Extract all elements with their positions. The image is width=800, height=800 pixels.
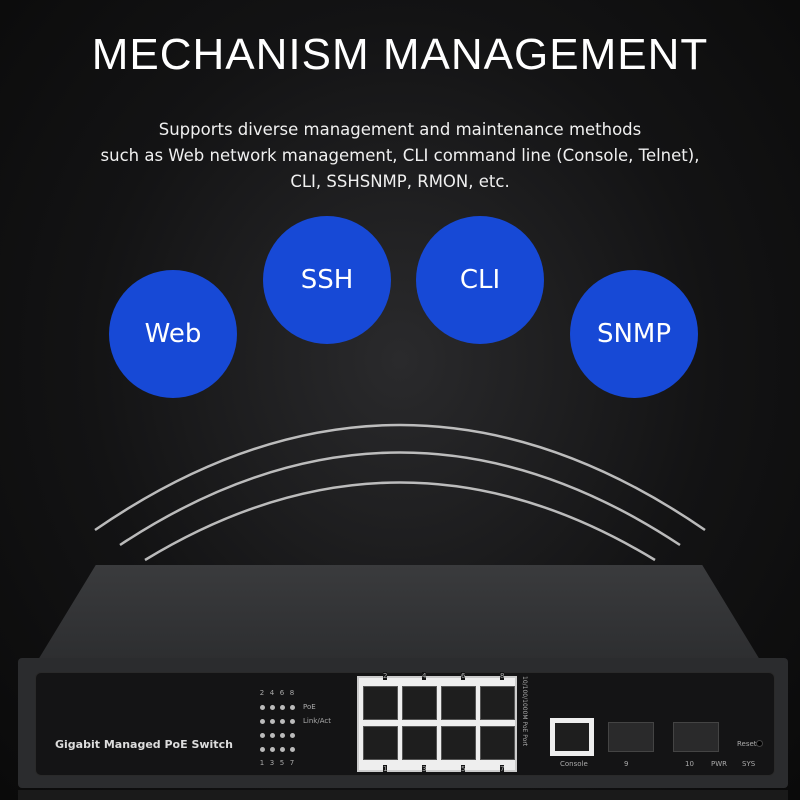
led-num: 4 [269,689,275,697]
led-label-poe: PoE [303,703,316,711]
rj45-port [480,686,515,720]
reset-label: Reset [737,740,757,748]
led-num: 2 [259,689,265,697]
rj45-port [441,726,476,760]
sys-label: SYS [742,760,756,768]
bubble-cli: CLI [416,216,544,344]
reflection [18,790,788,800]
rj45-port [441,686,476,720]
bubble-web: Web [109,270,237,398]
led-label-link: Link/Act [303,717,331,725]
port-number: 5 [461,765,466,773]
switch-top [38,565,760,660]
page-title: MECHANISM MANAGEMENT [91,30,709,79]
reset-button[interactable] [756,740,763,747]
rj45-port [363,726,398,760]
rj45-port [402,726,437,760]
sfp-label: 9 [624,760,629,768]
signal-arcs [94,423,706,562]
rj45-port [402,686,437,720]
rj45-port-block [357,676,517,772]
port-number: 6 [461,672,466,680]
port-caption: 10/100/1000M PoE Port [521,676,528,747]
port-number: 1 [383,765,388,773]
rj45-port [363,686,398,720]
console-label: Console [560,760,588,768]
subtitle-line: Supports diverse management and maintena… [158,120,642,139]
led-num: 7 [289,759,295,767]
led-num: 1 [259,759,265,767]
bubble-snmp: SNMP [570,270,698,398]
port-number: 7 [500,765,505,773]
sfp-label: 10 [685,760,694,768]
led-num: 6 [279,689,285,697]
console-port [550,718,594,756]
sfp-port-10 [673,722,719,752]
bubble-ssh: SSH [263,216,391,344]
port-number: 3 [422,765,427,773]
pwr-label: PWR [711,760,728,768]
port-number: 4 [422,672,427,680]
subtitle-line: such as Web network management, CLI comm… [100,146,700,165]
rj45-port [480,726,515,760]
subtitle-line: CLI, SSHSNMP, RMON, etc. [290,172,510,191]
led-num: 3 [269,759,275,767]
subtitle: Supports diverse management and maintena… [0,117,800,195]
port-number: 8 [500,672,505,680]
sfp-port-9 [608,722,654,752]
port-number: 2 [383,672,388,680]
switch-label: Gigabit Managed PoE Switch [55,738,233,751]
led-num: 5 [279,759,285,767]
led-num: 8 [289,689,295,697]
